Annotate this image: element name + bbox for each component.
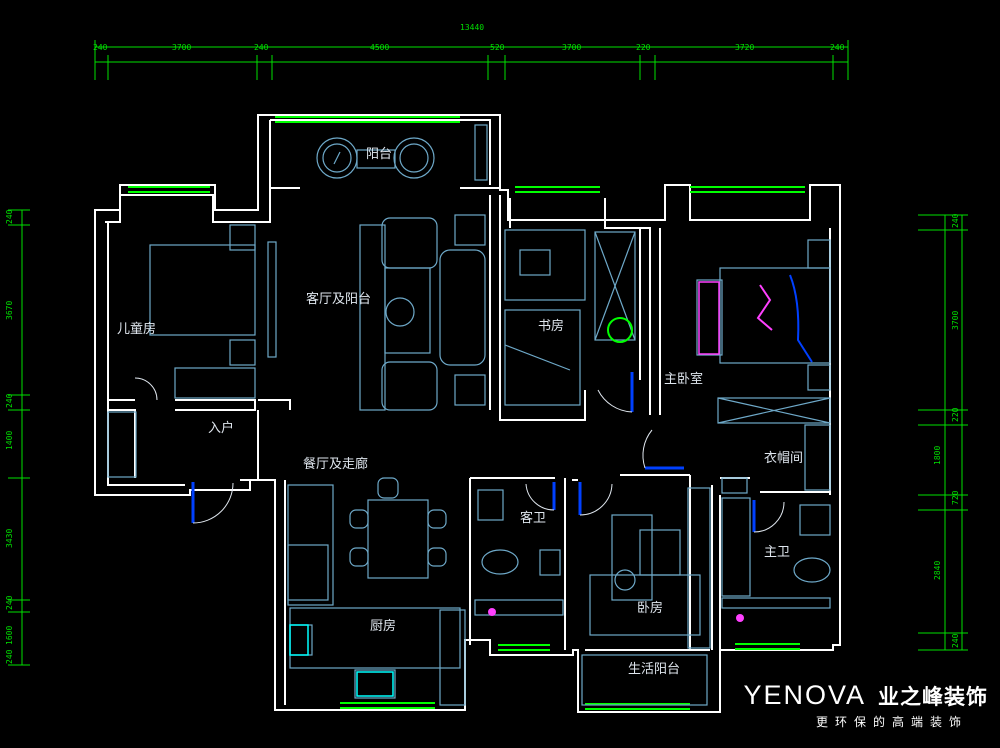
doors: [191, 372, 756, 532]
right-dim-labels: 240 3700 220 1800 720 2840 240: [933, 213, 960, 648]
top-dim-labels: 240 3700 240 4500 520 3700 220 3720 240: [93, 43, 845, 52]
dim-left-2: 3670: [5, 301, 14, 320]
dim-right-7: 240: [951, 633, 960, 648]
label-kitchen: 厨房: [370, 618, 396, 634]
dim-right-2: 3700: [951, 311, 960, 330]
label-entry: 入户: [208, 420, 234, 436]
right-dimension-lines: [918, 214, 968, 651]
brand-watermark: YENOVA 业之峰装饰 更环保的高端装饰: [743, 680, 988, 730]
dim-right-1: 240: [951, 213, 960, 228]
dim-left-8: 240: [5, 649, 14, 664]
accent-marks: [289, 274, 813, 697]
dim-right-6: 2840: [933, 561, 942, 580]
dim-top-6: 3700: [562, 43, 581, 52]
top-dimension-lines: [94, 40, 849, 80]
dim-left-4: 1400: [5, 431, 14, 450]
dim-total-top: 13440: [460, 23, 484, 32]
label-closet: 衣帽间: [764, 450, 803, 466]
dim-top-8: 3720: [735, 43, 754, 52]
label-living: 客厅及阳台: [306, 291, 371, 307]
windows: [128, 116, 805, 710]
label-bedroom3: 卧房: [637, 600, 663, 616]
dim-top-2: 3700: [172, 43, 191, 52]
dim-top-5: 520: [490, 43, 505, 52]
dim-top-7: 220: [636, 43, 651, 52]
dim-right-3: 220: [951, 407, 960, 422]
label-master: 主卧室: [664, 371, 703, 387]
label-master-bath: 主卫: [764, 545, 790, 560]
dim-left-1: 240: [5, 209, 14, 224]
label-balcony: 阳台: [366, 147, 392, 162]
dim-right-4: 1800: [933, 446, 942, 465]
dim-left-5: 3430: [5, 529, 14, 548]
dim-top-4: 4500: [370, 43, 389, 52]
dim-left-6: 240: [5, 595, 14, 610]
left-dimension-lines: [8, 209, 30, 666]
dim-left-7: 1600: [5, 626, 14, 645]
label-laundry: 生活阳台: [628, 662, 680, 677]
brand-name: YENOVA: [743, 680, 866, 710]
label-dining: 餐厅及走廊: [303, 456, 368, 472]
brand-name-cn: 业之峰装饰: [878, 684, 988, 709]
dim-top-9: 240: [830, 43, 845, 52]
dim-top-1: 240: [93, 43, 108, 52]
room-labels: 阳台 客厅及阳台 书房 主卧室 儿童房 入户 餐厅及走廊 客卫 衣帽间 主卫 卧…: [117, 147, 803, 677]
label-second: 儿童房: [117, 321, 156, 337]
dim-top-3: 240: [254, 43, 269, 52]
left-dim-labels: 240 3670 240 1400 3430 240 1600 240: [5, 209, 14, 664]
brand-slogan: 更环保的高端装饰: [815, 715, 968, 729]
brand-row: YENOVA 业之峰装饰: [743, 680, 988, 711]
walls: [94, 114, 841, 713]
label-guest-bath: 客卫: [520, 510, 546, 526]
dim-left-3: 240: [5, 393, 14, 408]
dim-right-5: 720: [951, 490, 960, 505]
label-study: 书房: [538, 318, 564, 334]
door-swings: [134, 377, 785, 533]
